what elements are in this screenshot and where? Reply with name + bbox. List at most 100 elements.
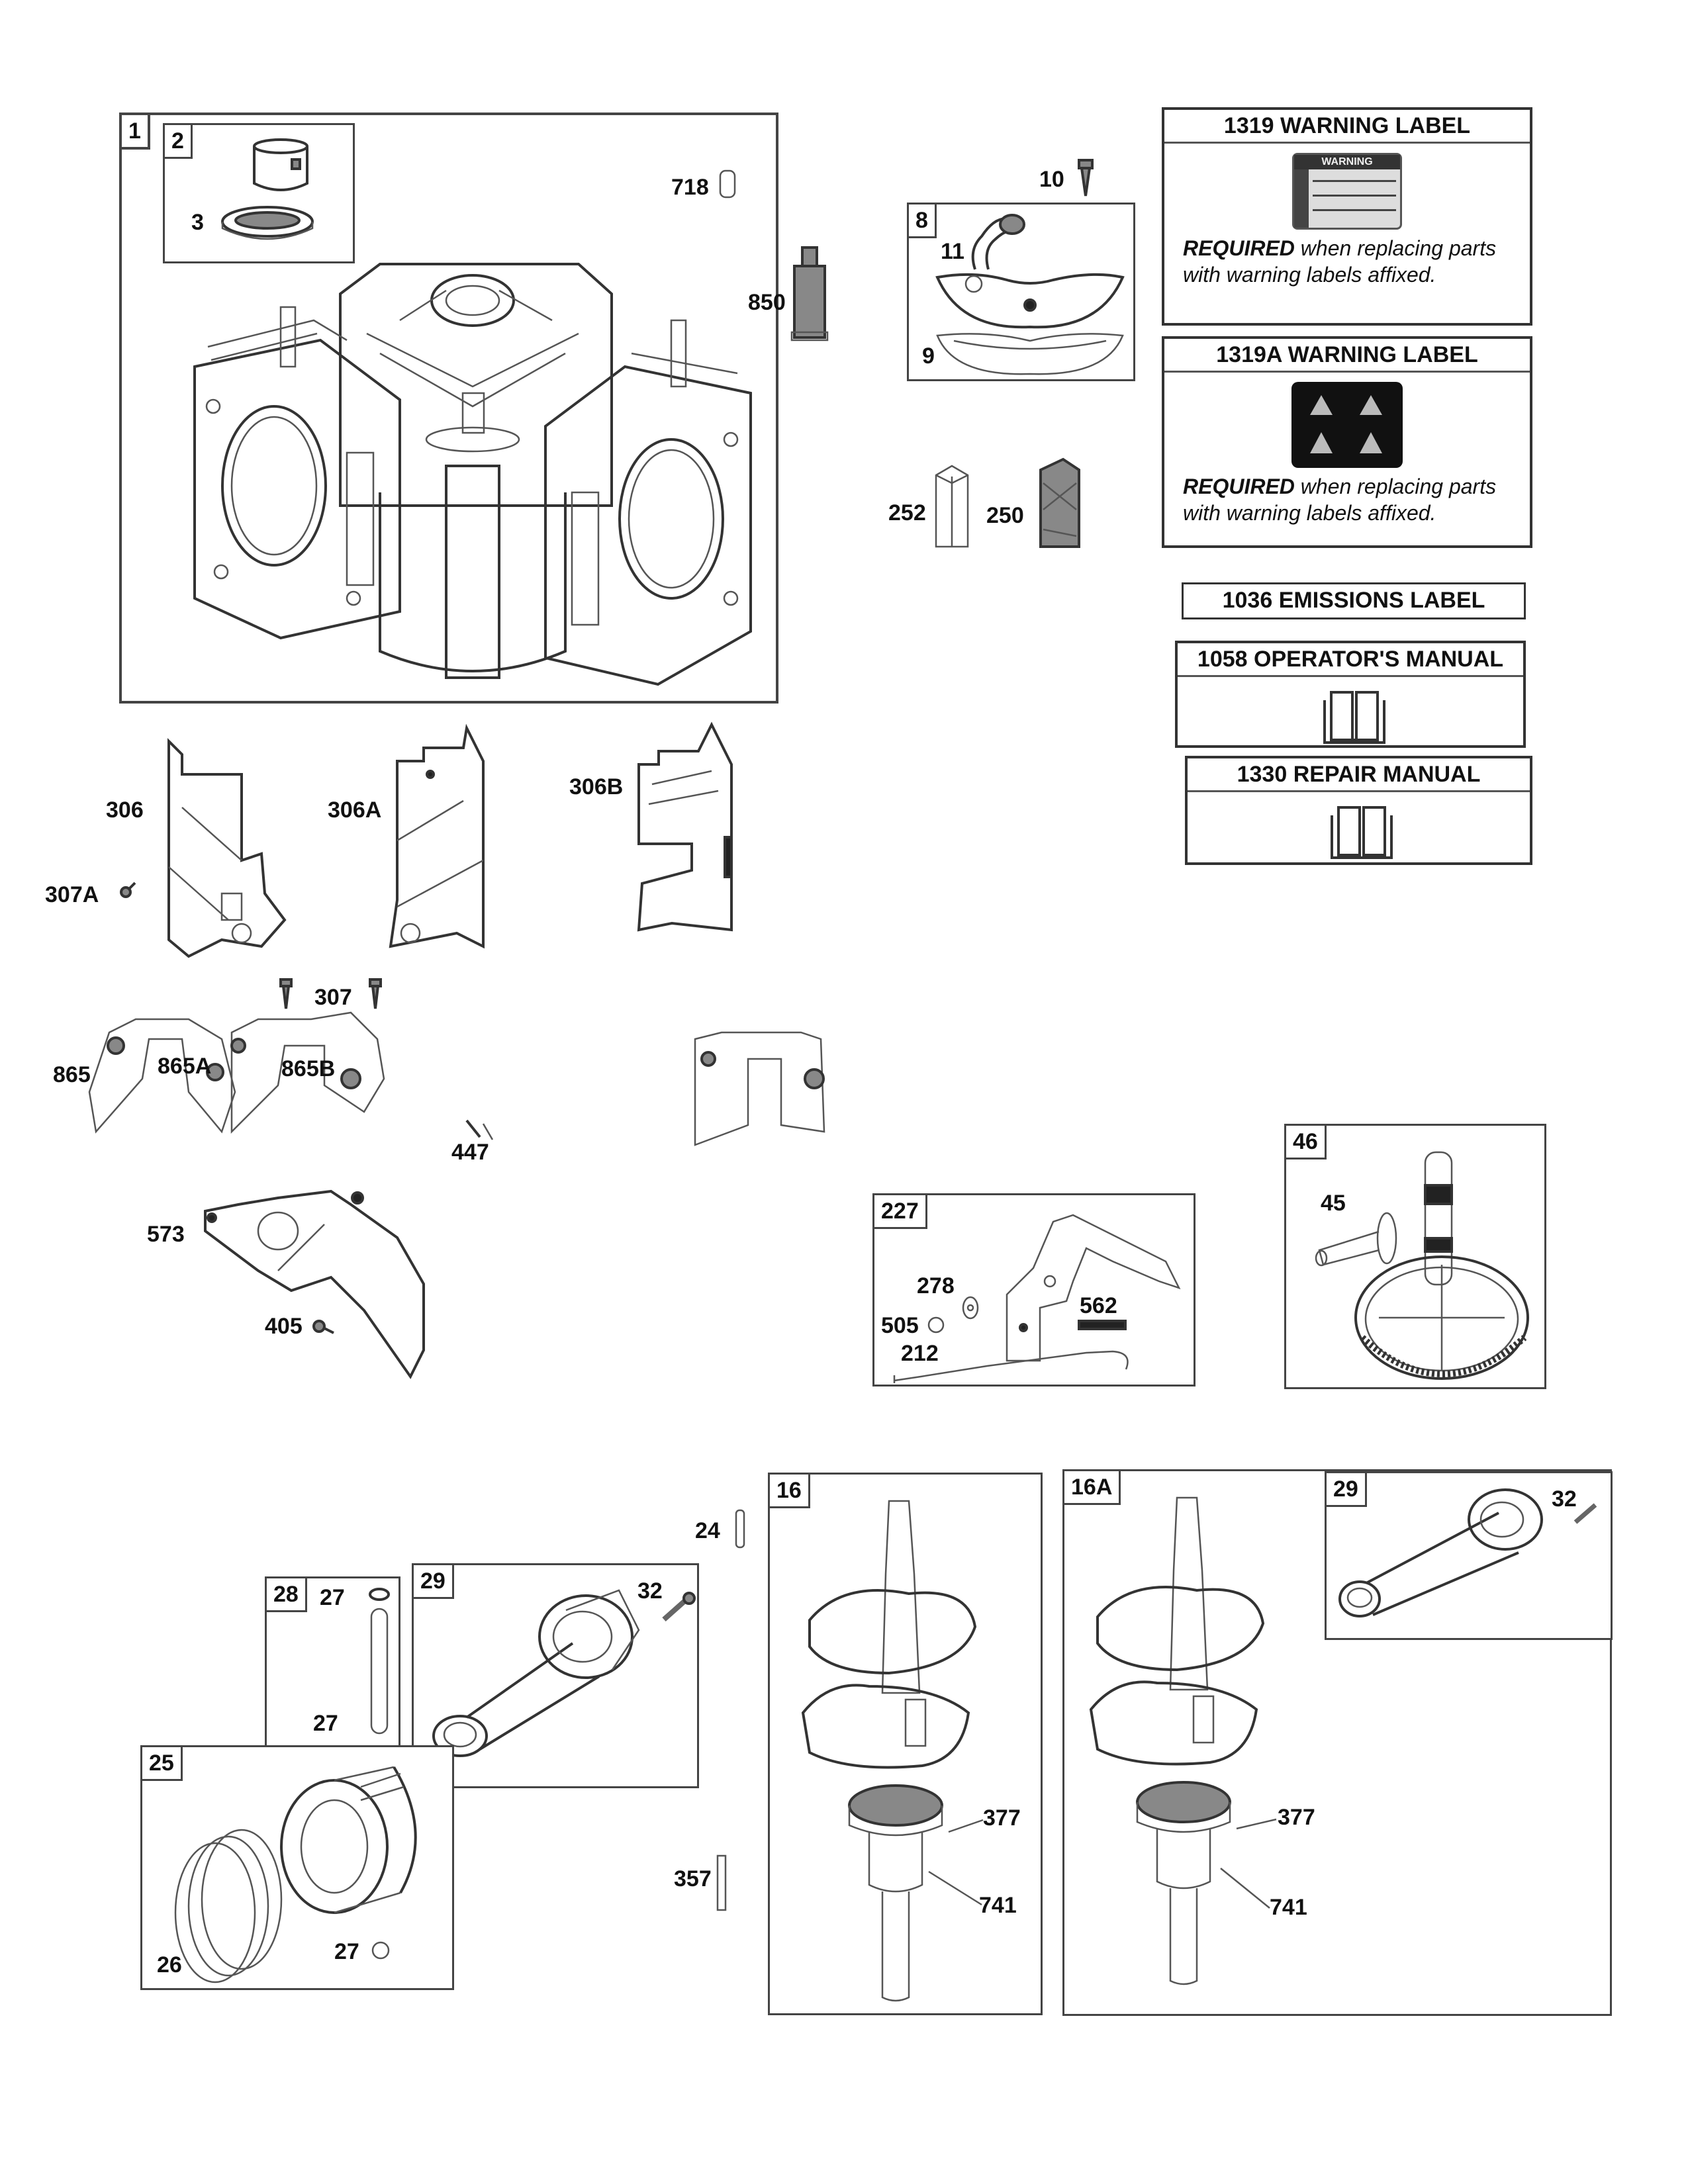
ref-tag-16a: 16A [1064,1471,1121,1505]
part-label-850: 850 [748,290,786,315]
emissions-label-box: 1036 EMISSIONS LABEL [1182,582,1526,619]
part-label-32: 32 [637,1578,663,1604]
sealant-tube-icon [790,246,829,341]
part-label-27: 27 [313,1711,338,1736]
bolt-icon [662,1592,696,1621]
crankshaft-16a-box: 16A 377 741 29 32 [1062,1469,1613,2016]
part-label-250: 250 [986,503,1024,528]
part-label-306a: 306A [328,797,382,823]
cylinder-baffle-865b-icon [694,1031,825,1146]
cylinder-shroud-306a-icon [389,723,485,949]
part-label-865: 865 [53,1062,91,1087]
part-label-3: 3 [191,210,204,235]
part-label-252: 252 [888,500,926,525]
dowel-pin-icon [716,1854,727,1911]
screw-icon [369,978,382,1009]
screw-icon [1078,159,1094,197]
operators-manual-title: 1058 OPERATOR'S MANUAL [1178,643,1523,677]
filter-element-icon [935,465,969,548]
warning-label-1319a-note: REQUIRED when replacing parts with warni… [1183,475,1497,525]
part-label-45: 45 [1321,1191,1346,1216]
part-label-377: 377 [1278,1805,1315,1830]
repair-manual-title: 1330 REPAIR MANUAL [1188,758,1530,792]
bushing-icon [253,138,308,191]
governor-control-panel: 227 278 505 562 212 [872,1193,1196,1387]
part-label-32: 32 [1552,1486,1577,1512]
part-label-278: 278 [917,1273,955,1298]
piston-assembly-panel: 25 26 27 [140,1745,454,1990]
part-label-505: 505 [881,1313,919,1338]
foam-filter-icon [1039,457,1080,548]
back-plate-icon [204,1189,425,1379]
ref-tag-29: 29 [414,1565,454,1599]
connecting-rod-inset-box: 29 32 [1325,1471,1613,1640]
part-label-562: 562 [1080,1293,1117,1318]
part-label-865a: 865A [158,1054,212,1079]
crankcase-block-icon [193,263,752,686]
connecting-rod-icon [1338,1488,1543,1617]
camshaft-box: 46 45 [1284,1124,1546,1389]
operators-manual-box: 1058 OPERATOR'S MANUAL [1175,641,1526,748]
screw-icon [465,1119,494,1140]
camshaft-gear-icon [1354,1151,1529,1380]
crankshaft-icon [801,1500,977,2002]
part-label-573: 573 [147,1222,185,1247]
warning-decal-icon: WARNING [1292,153,1402,230]
part-label-306: 306 [106,797,144,823]
warning-label-1319-box: 1319 WARNING LABEL WARNING REQUIRED when… [1162,107,1532,326]
cylinder-shroud-306b-icon [637,721,733,932]
breather-tube-icon [971,214,1025,270]
ref-tag-28: 28 [267,1578,307,1612]
crankcase-group-box: 1 2 3 718 [119,113,778,704]
seal-icon [221,206,314,240]
book-icon [1323,691,1385,744]
connecting-rod-icon [432,1589,640,1757]
required-text: REQUIRED [1183,475,1295,498]
required-text: REQUIRED [1183,236,1295,260]
nut-icon [927,1316,945,1334]
leader-line [928,1819,984,1906]
part-label-447: 447 [451,1140,489,1165]
washer-icon [962,1296,979,1320]
part-label-405: 405 [265,1314,303,1339]
warning-decal-heading: WARNING [1294,155,1400,169]
ref-tag-16: 16 [770,1475,810,1508]
leader-line [1220,1818,1277,1909]
dowel-pin-icon [719,169,736,199]
cylinder-shroud-306-icon [167,738,287,958]
ref-tag-25: 25 [142,1747,183,1781]
retaining-ring-icon [371,1941,390,1960]
ref-tag-227: 227 [874,1195,927,1229]
part-label-741: 741 [1270,1895,1307,1920]
warning-label-1319-title: 1319 WARNING LABEL [1164,110,1530,144]
cylinder-baffle-865a-icon [230,1011,385,1134]
part-label-306b: 306B [569,774,624,799]
part-label-27: 27 [320,1585,345,1610]
breather-assembly-box: 8 11 9 [907,203,1135,381]
part-label-11: 11 [941,239,964,264]
cylinder-baffle-865-icon [88,1018,236,1134]
screw-icon [120,882,136,898]
part-label-741: 741 [979,1893,1017,1918]
part-label-718: 718 [671,175,709,200]
part-label-307: 307 [314,985,352,1010]
part-label-26: 26 [157,1952,182,1978]
part-label-10: 10 [1039,167,1064,192]
warning-label-1319-note: REQUIRED when replacing parts with warni… [1183,236,1497,287]
ref-tag-1: 1 [122,115,150,150]
camshaft-pin-icon [1315,1212,1397,1267]
breather-cover-icon [935,273,1125,329]
ref-tag-2: 2 [165,125,193,159]
governor-lever-icon [1006,1214,1181,1362]
part-label-27: 27 [334,1939,359,1964]
piston-icon [280,1766,417,1914]
bushing-kit-box: 2 3 [163,123,355,263]
part-label-212: 212 [901,1341,939,1366]
piston-pin-box: 28 27 27 [265,1576,400,1775]
governor-link-icon [893,1350,1129,1383]
bolt-icon [1573,1503,1597,1524]
crankshaft-icon [1089,1496,1265,1985]
breather-gasket-icon [936,333,1124,375]
book-icon [1331,806,1393,859]
hazard-triangles-decal-icon [1291,382,1403,468]
